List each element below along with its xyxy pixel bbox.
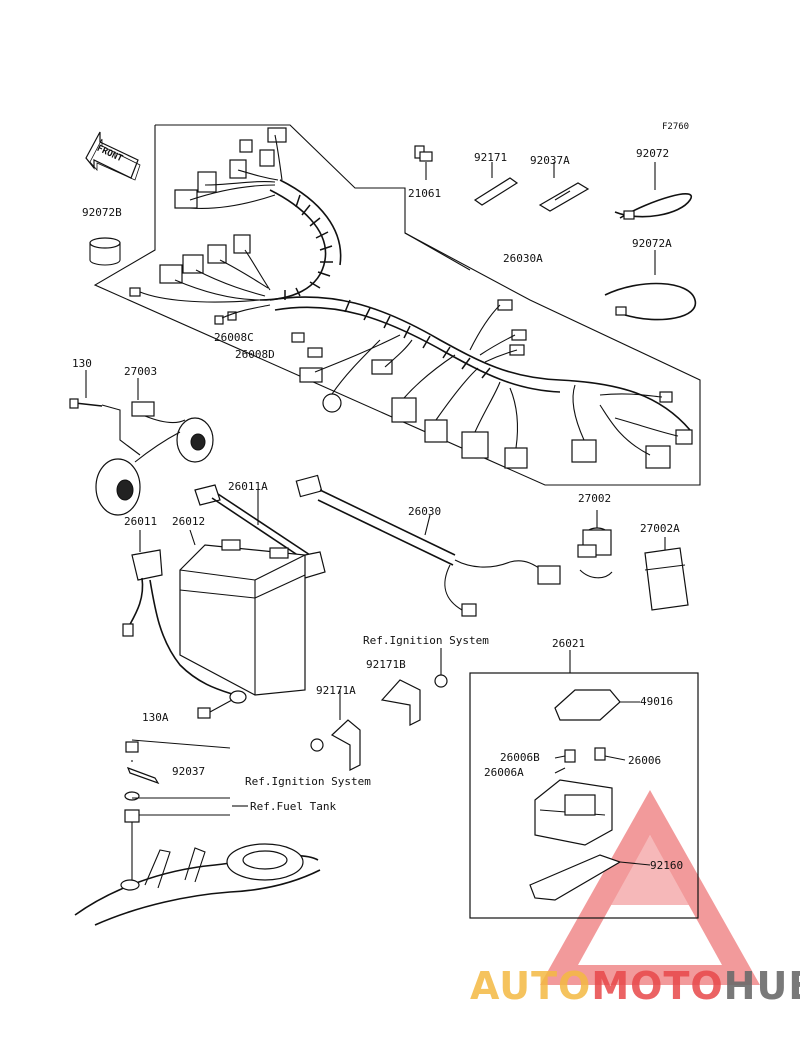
watermark-auto: AUTO <box>470 964 592 1008</box>
label-21061: 21061 <box>408 187 442 200</box>
watermark-hub: HUB <box>723 964 800 1008</box>
label-92072A: 92072A <box>632 237 672 250</box>
label-ref-ignition-1: Ref.Ignition System <box>363 634 489 647</box>
label-92171B: 92171B <box>366 658 406 671</box>
label-130A: 130A <box>142 711 169 724</box>
label-92037A: 92037A <box>530 154 570 167</box>
battery-lead-26011A <box>194 484 326 579</box>
label-26006: 26006 <box>628 754 662 767</box>
label-26008C: 26008C <box>214 331 254 344</box>
label-26006B: 26006B <box>500 751 540 764</box>
horn-27003 <box>69 370 214 516</box>
label-26011: 26011 <box>124 515 158 528</box>
fastener-stack-92037 <box>124 739 248 880</box>
label-26011A: 26011A <box>228 480 268 493</box>
label-ref-fuel-tank: Ref.Fuel Tank <box>250 800 337 813</box>
label-26012: 26012 <box>172 515 206 528</box>
clamp-92171 <box>473 162 519 206</box>
label-ref-ignition-2: Ref.Ignition System <box>245 775 371 788</box>
sub-harness-26030 <box>295 474 561 617</box>
relay-27002 <box>577 510 613 579</box>
fuel-tank <box>74 843 321 926</box>
label-27002: 27002 <box>578 492 612 505</box>
figure-code: F2760 <box>662 122 690 132</box>
label-27003: 27003 <box>124 365 158 378</box>
clip-21061 <box>414 145 433 180</box>
label-27002A: 27002A <box>640 522 680 535</box>
label-26006A: 26006A <box>484 766 524 779</box>
band-92072B <box>89 237 121 266</box>
bracket-92171B <box>380 648 448 726</box>
label-26008D: 26008D <box>235 348 275 361</box>
cable-26011 <box>122 530 247 704</box>
watermark-moto: MOTO <box>591 964 724 1008</box>
battery-26012 <box>179 529 306 696</box>
label-92171: 92171 <box>474 151 508 164</box>
fuse-box-26021 <box>469 650 699 919</box>
label-92072B: 92072B <box>82 206 122 219</box>
label-26030A: 26030A <box>503 252 543 265</box>
clamp-92037A <box>538 162 590 212</box>
label-92037: 92037 <box>172 765 206 778</box>
label-26021: 26021 <box>552 637 586 650</box>
label-49016: 49016 <box>640 695 674 708</box>
watermark-triangle <box>540 790 760 985</box>
relay-27002A <box>644 537 689 611</box>
tie-92072A <box>604 250 696 321</box>
label-92160: 92160 <box>650 859 684 872</box>
label-26030: 26030 <box>408 505 442 518</box>
watermark-logo: AUTOMOTOHUB <box>470 966 800 1006</box>
front-arrow-icon <box>85 131 141 181</box>
bolt-130A <box>197 699 233 719</box>
main-harness-26030A <box>129 127 693 469</box>
bracket-92171A <box>310 690 361 771</box>
tie-92072 <box>614 162 693 220</box>
label-130: 130 <box>72 357 92 370</box>
label-92072: 92072 <box>636 147 670 160</box>
label-92171A: 92171A <box>316 684 356 697</box>
